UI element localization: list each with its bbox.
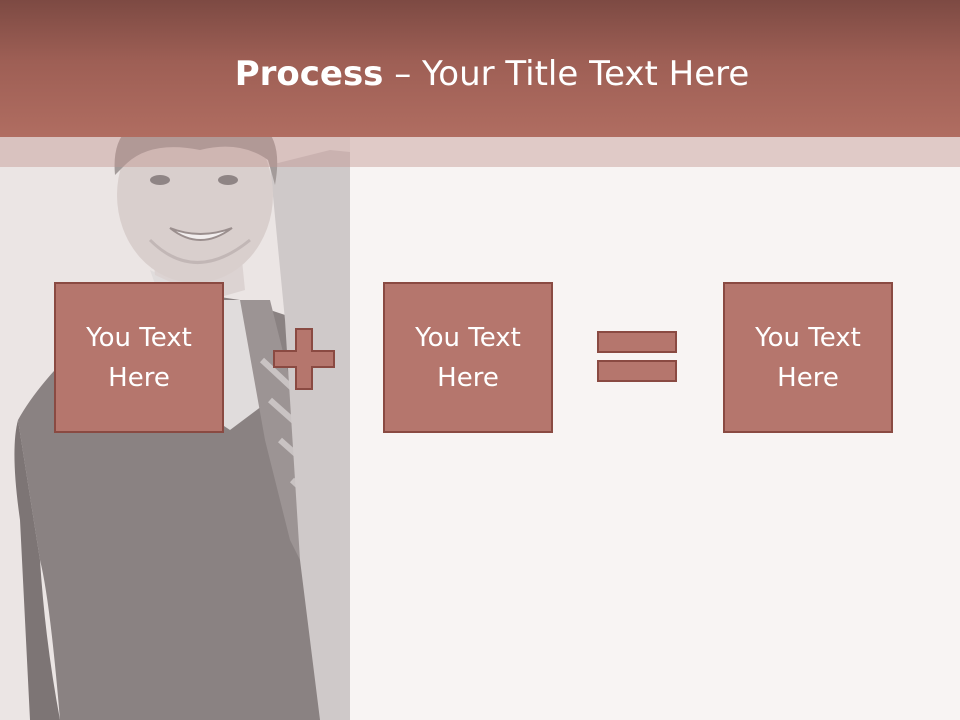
- header-accent-strip: [0, 137, 960, 167]
- title-bold: Process: [234, 54, 384, 94]
- process-box-2: You Text Here: [383, 282, 553, 433]
- process-box-1: You Text Here: [54, 282, 224, 433]
- equals-icon: [597, 331, 677, 382]
- process-box-1-label: You Text Here: [86, 322, 192, 393]
- title-rest: – Your Title Text Here: [383, 54, 750, 94]
- process-box-3: You Text Here: [723, 282, 893, 433]
- plus-icon: [273, 328, 335, 390]
- process-box-3-label: You Text Here: [755, 322, 861, 393]
- process-box-2-label: You Text Here: [415, 322, 521, 393]
- title-header-band: [0, 0, 960, 137]
- slide-title: Process – Your Title Text Here: [0, 52, 960, 96]
